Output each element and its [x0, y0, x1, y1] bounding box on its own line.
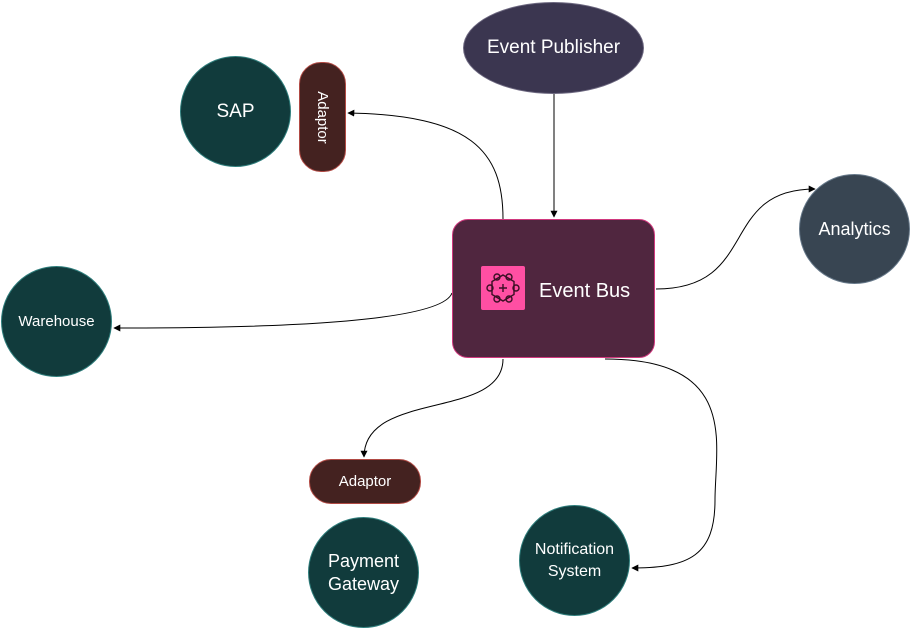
edge-bus-to-payment-adaptor — [360, 358, 504, 458]
event-publisher-node[interactable]: Event Publisher — [463, 2, 644, 94]
payment-adaptor-label: Adaptor — [338, 473, 392, 490]
analytics-label: Analytics — [818, 218, 891, 239]
payment-gateway-node[interactable]: Payment Gateway — [308, 517, 419, 628]
warehouse-node[interactable]: Warehouse — [1, 266, 112, 377]
edge-bus-to-sap-adaptor — [347, 109, 504, 220]
event-bus-node[interactable]: Event Bus — [452, 219, 655, 358]
edge-bus-to-notification — [604, 358, 718, 572]
notification-system-label: Notification System — [535, 539, 614, 583]
sap-adaptor-label: Adaptor — [314, 90, 332, 144]
notification-system-node[interactable]: Notification System — [519, 505, 630, 616]
sap-adaptor-node[interactable]: Adaptor — [299, 62, 346, 172]
event-publisher-label: Event Publisher — [486, 37, 621, 58]
sap-label: SAP — [216, 100, 255, 122]
payment-gateway-label-line2: Gateway — [327, 573, 400, 594]
event-bus-label: Event Bus — [539, 280, 631, 302]
edge-bus-to-analytics — [655, 185, 816, 290]
analytics-node[interactable]: Analytics — [799, 174, 910, 284]
payment-adaptor-node[interactable]: Adaptor — [309, 459, 421, 504]
eventbridge-icon — [481, 266, 525, 310]
edge-bus-to-warehouse — [113, 292, 453, 332]
notification-system-label-line1: Notification — [534, 540, 615, 558]
warehouse-label: Warehouse — [18, 313, 95, 330]
notification-system-label-line2: System — [547, 562, 602, 580]
payment-gateway-label: Payment Gateway — [328, 550, 399, 596]
sap-node[interactable]: SAP — [180, 56, 291, 167]
payment-gateway-label-line1: Payment — [327, 550, 400, 571]
